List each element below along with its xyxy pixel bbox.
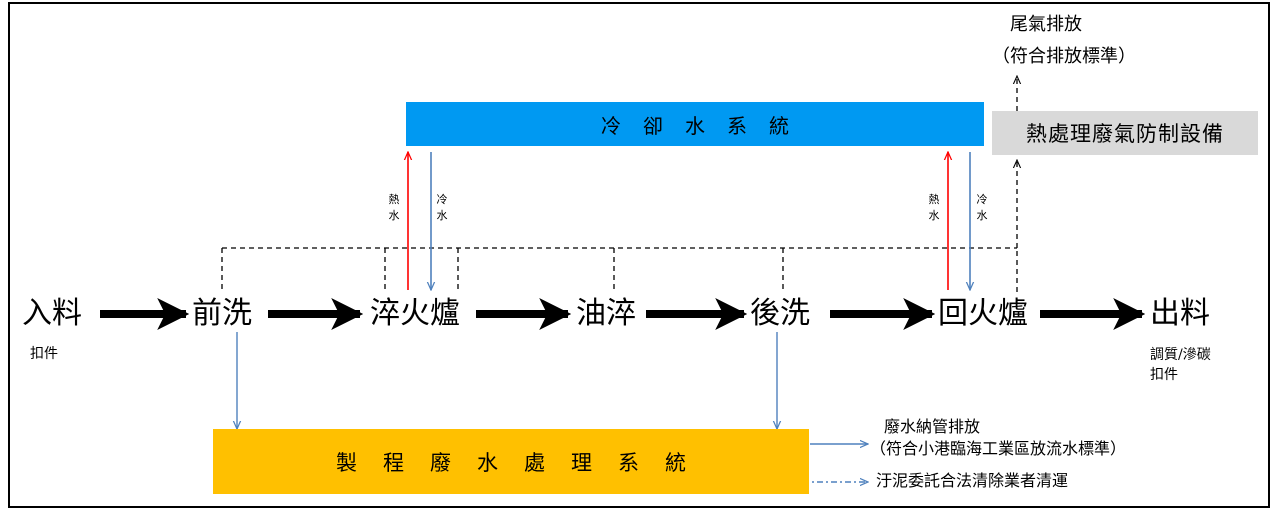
node-output: 出料 — [1150, 296, 1210, 331]
node-oil-quench: 油淬 — [576, 296, 636, 331]
wastewater-treatment-label: 製程廢水處理系統 — [336, 450, 712, 475]
node-input: 入料 — [22, 296, 82, 331]
wastewater-treatment-box: 製程廢水處理系統 — [213, 429, 809, 494]
wastewater-output-line2: （符合小港臨海工業區放流水標準） — [870, 439, 1127, 458]
node-output-sub2: 扣件 — [1150, 367, 1178, 383]
wastewater-arrows — [237, 332, 868, 482]
node-temper-furnace: 回火爐 — [938, 296, 1028, 331]
exhaust-output-line2: （符合排放標準） — [992, 46, 1136, 67]
node-postwash: 後洗 — [750, 296, 810, 331]
exhaust-control-box: 熱處理廢氣防制設備 — [992, 111, 1258, 155]
cooling-water-system-label: 冷卻水系統 — [601, 113, 811, 138]
exhaust-output-line1: 尾氣排放 — [1010, 14, 1082, 35]
exhaust-control-label: 熱處理廢氣防制設備 — [1026, 122, 1224, 146]
sludge-output-label: 汙泥委託合法清除業者清運 — [876, 471, 1069, 490]
node-prewash: 前洗 — [192, 296, 252, 331]
node-input-sub: 扣件 — [30, 346, 58, 362]
cooling-water-system-box: 冷卻水系統 — [406, 102, 984, 146]
node-quench-furnace: 淬火爐 — [370, 296, 460, 331]
hot-water-label-quench: 熱水 — [388, 193, 400, 222]
wastewater-output-line1: 廢水納管排放 — [884, 417, 981, 436]
cold-water-label-quench: 冷水 — [436, 193, 448, 222]
exhaust-dashed-lines — [221, 76, 1017, 292]
diagram-frame — [8, 2, 1270, 508]
cooling-water-arrows — [408, 152, 970, 290]
hot-water-label-temper: 熱水 — [928, 193, 940, 222]
node-output-sub1: 調質/滲碳 — [1150, 347, 1211, 363]
cold-water-label-temper: 冷水 — [976, 193, 988, 222]
